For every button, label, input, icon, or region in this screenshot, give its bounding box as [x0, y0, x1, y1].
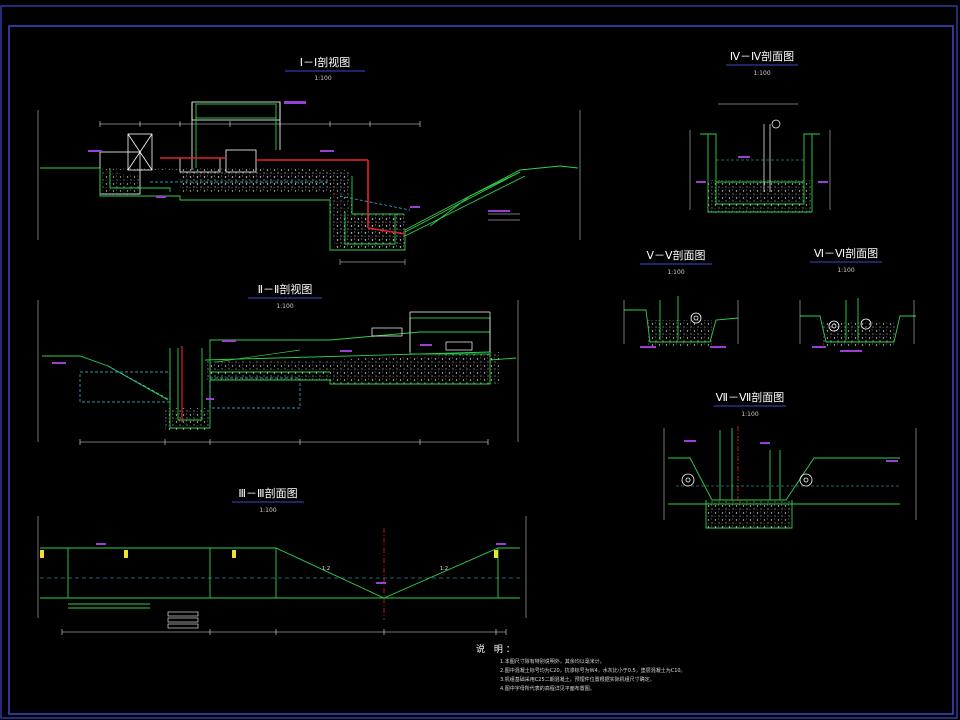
note-item: 4.图中字母所代表的高程详见平面布置图。 — [500, 685, 595, 692]
section-1-1-drawing: Ⅰ－Ⅰ剖视图 1:100 — [37, 55, 581, 265]
section-scale: 1:100 — [667, 269, 684, 276]
section-title: Ⅲ－Ⅲ剖面图 — [238, 486, 297, 500]
section-title: Ⅴ－Ⅴ剖面图 — [646, 248, 705, 262]
section-scale: 1:100 — [741, 411, 758, 418]
note-item: 2.图中混凝土标号均为C20，抗渗标号为W4，水灰比小于0.5，垫层混凝土为C1… — [500, 667, 686, 674]
notes-title: 说 明： — [476, 643, 518, 655]
drawing-frame — [0, 5, 958, 719]
section-7-7-drawing: Ⅶ－Ⅶ剖面图 1:100 — [663, 390, 917, 529]
slope-label: 1:2 — [440, 566, 448, 572]
section-title: Ⅵ－Ⅵ剖面图 — [814, 246, 878, 260]
section-title: Ⅰ－Ⅰ剖视图 — [300, 55, 351, 69]
section-title: Ⅶ－Ⅶ剖面图 — [716, 390, 785, 404]
note-item: 3.机组基础采用C25二期混凝土，预埋件位置根据实际机组尺寸确定。 — [500, 676, 655, 683]
section-5-5-drawing: Ⅴ－Ⅴ剖面图 1:100 — [623, 248, 739, 348]
section-scale: 1:100 — [753, 70, 770, 77]
section-title: Ⅱ－Ⅱ剖视图 — [258, 282, 313, 296]
section-3-3-drawing: Ⅲ－Ⅲ剖面图 1:100 1:2 1:2 — [37, 486, 527, 635]
section-title: Ⅳ－Ⅳ剖面图 — [730, 49, 794, 63]
section-scale: 1:100 — [314, 75, 331, 82]
section-6-6-drawing: Ⅵ－Ⅵ剖面图 1:100 — [799, 246, 916, 352]
note-item: 1.本图尺寸除有特别说明外，其余均以毫米计。 — [500, 658, 605, 665]
section-4-4-drawing: Ⅳ－Ⅳ剖面图 1:100 — [689, 49, 831, 214]
section-2-2-drawing: Ⅱ－Ⅱ剖视图 1:100 — [37, 282, 519, 445]
section-scale: 1:100 — [259, 507, 276, 514]
section-scale: 1:100 — [276, 303, 293, 310]
section-scale: 1:100 — [837, 267, 854, 274]
design-notes: 说 明： 1.本图尺寸除有特别说明外，其余均以毫米计。 2.图中混凝土标号均为C… — [476, 643, 686, 692]
slope-label: 1:2 — [322, 566, 330, 572]
